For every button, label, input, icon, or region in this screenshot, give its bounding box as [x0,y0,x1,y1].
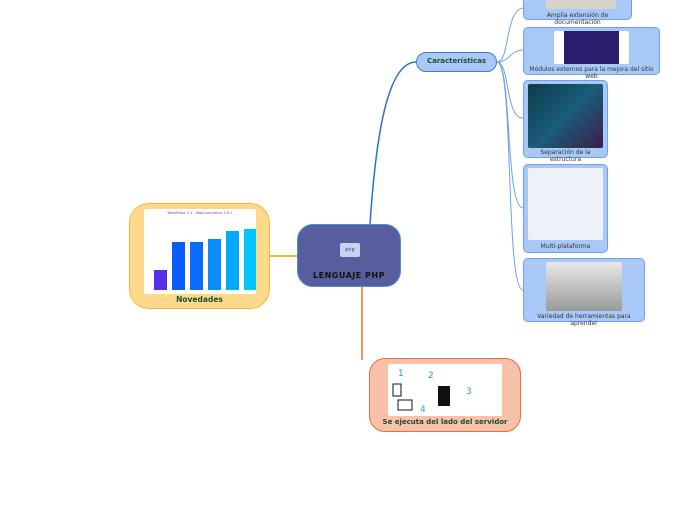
servidor-label: Se ejecuta del lado del servidor [382,418,508,426]
item-multiplataforma[interactable]: Multi-plataforma [523,164,608,253]
novedades-label: Novedades [176,295,223,304]
server-flow-image: 1 2 3 4 [388,364,502,416]
item-estructura[interactable]: Separación de la estructura [523,80,608,163]
bar-5 [226,231,239,290]
item-label: Módulos externos para la mejora del siti… [529,66,654,80]
svg-text:2: 2 [428,371,434,381]
item-label: Separación de la estructura [540,149,591,163]
chart-title: WordPress 5.3 - WooCommerce 3.8.1 [167,211,233,215]
connector-item-2 [496,49,524,63]
central-node[interactable]: php LENGUAJE PHP [297,224,401,287]
connector-item-5 [496,61,524,291]
bar-1 [154,270,167,290]
svg-text:1: 1 [398,369,404,379]
servidor-node[interactable]: 1 2 3 4 Se ejecuta del lado del servidor [369,358,521,432]
device-icon [392,383,402,397]
central-label: LENGUAJE PHP [313,271,385,280]
bar-4 [208,239,221,290]
modules-diagram-image [554,31,629,64]
php-gears-image [546,262,622,311]
novedades-node[interactable]: WordPress 5.3 - WooCommerce 3.8.1 Noveda… [129,203,270,309]
bar-2 [172,242,185,290]
item-modulos[interactable]: Módulos externos para la mejora del siti… [523,27,660,80]
item-label: Multi-plataforma [540,243,591,250]
multiplatform-illustration [528,168,603,240]
laptop-code-image [528,84,603,148]
connector-item-3 [496,61,524,119]
server-icon [438,386,450,406]
bar-3 [190,242,203,290]
svg-text:4: 4 [420,405,426,415]
item-herramientas[interactable]: Variedad de herramientas para aprender [523,258,645,327]
php-laptop-icon: php [340,243,360,257]
connector-caracteristicas [369,61,417,225]
item-label: Variedad de herramientas para aprender [537,313,631,327]
documentation-image [546,0,616,9]
connector-item-1 [496,7,524,63]
svg-text:3: 3 [466,387,472,397]
wordpress-chart-image: WordPress 5.3 - WooCommerce 3.8.1 [144,209,256,294]
bar-6 [244,229,256,290]
monitor-icon [397,399,413,411]
caracteristicas-label: Características [426,57,487,65]
item-label: Amplia extensión de documentación [546,12,609,26]
caracteristicas-node[interactable]: Características [416,52,497,72]
item-documentacion[interactable]: Amplia extensión de documentación [523,0,632,26]
